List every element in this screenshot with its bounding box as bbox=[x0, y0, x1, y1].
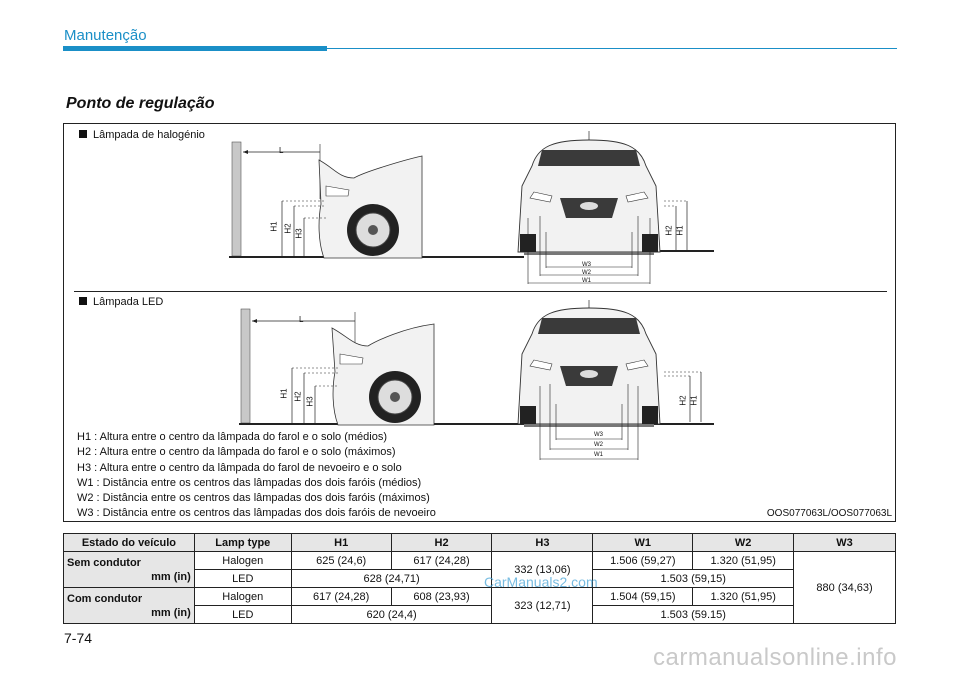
w1-w2-cell: 1.503 (59,15) bbox=[592, 569, 795, 588]
halogen-dim-w3: W3 bbox=[582, 262, 591, 268]
square-bullet-icon bbox=[79, 297, 87, 305]
h1-cell: 625 (24,6) bbox=[290, 551, 392, 570]
page-number: 7-74 bbox=[64, 630, 93, 646]
h1-h2-cell: 620 (24,4) bbox=[290, 605, 493, 624]
w1-cell: 1.504 (59,15) bbox=[592, 587, 694, 606]
col-header: Estado do veículo bbox=[63, 533, 195, 552]
halogen-dim-w2: W2 bbox=[582, 270, 591, 276]
legend-line: W1 : Distância entre os centros das lâmp… bbox=[77, 476, 422, 489]
header-rule-thin bbox=[327, 48, 897, 49]
headlamp-aiming-figure: Lâmpada de halogénio L H1 H2 H3 bbox=[63, 123, 896, 522]
figure-divider bbox=[74, 291, 887, 292]
lamp-type-cell: LED bbox=[193, 569, 292, 588]
page-subtitle: Ponto de regulação bbox=[66, 95, 215, 112]
square-bullet-icon bbox=[79, 130, 87, 138]
led-dim-w2: W2 bbox=[594, 442, 603, 448]
dimension-legend: H1 : Altura entre o centro da lâmpada do… bbox=[77, 430, 436, 522]
halogen-label: Lâmpada de halogénio bbox=[79, 129, 205, 141]
state-cell-sem: Sem condutor mm (in) bbox=[63, 551, 195, 588]
col-header: W2 bbox=[692, 533, 795, 552]
table-header-row: Estado do veículo Lamp type H1 H2 H3 W1 … bbox=[63, 533, 896, 552]
watermark: CarManuals2.com bbox=[484, 574, 598, 590]
legend-line: W3 : Distância entre os centros das lâmp… bbox=[77, 507, 436, 520]
aiming-spec-table: Estado do veículo Lamp type H1 H2 H3 W1 … bbox=[63, 533, 896, 624]
col-header: W1 bbox=[592, 533, 694, 552]
w1-w2-cell: 1.503 (59.15) bbox=[592, 605, 795, 624]
led-dim-l: L bbox=[299, 315, 304, 324]
h1-h2-cell: 628 (24,71) bbox=[290, 569, 493, 588]
lamp-type-cell: Halogen bbox=[193, 551, 292, 570]
led-side-view bbox=[239, 308, 524, 426]
col-header: W3 bbox=[793, 533, 896, 552]
h2-cell: 617 (24,28) bbox=[390, 551, 493, 570]
col-header: Lamp type bbox=[193, 533, 292, 552]
led-front-view bbox=[517, 300, 714, 460]
led-dim-front-h2: H2 bbox=[678, 395, 688, 406]
col-header: H3 bbox=[491, 533, 594, 552]
halogen-dim-w1: W1 bbox=[582, 278, 591, 284]
lamp-type-cell: LED bbox=[193, 605, 292, 624]
legend-line: W2 : Distância entre os centros das lâmp… bbox=[77, 492, 430, 505]
legend-line: H3 : Altura entre o centro da lâmpada do… bbox=[77, 461, 402, 474]
led-dim-w3: W3 bbox=[594, 432, 603, 438]
halogen-side-view bbox=[229, 141, 524, 259]
w2-cell: 1.320 (51,95) bbox=[692, 587, 795, 606]
w3-cell: 880 (34,63) bbox=[793, 551, 896, 624]
header-rule-thick bbox=[63, 46, 327, 51]
legend-line: H2 : Altura entre o centro da lâmpada do… bbox=[77, 446, 396, 459]
halogen-dim-l: L bbox=[279, 146, 284, 155]
h1-cell: 617 (24,28) bbox=[290, 587, 392, 606]
h3-cell: 323 (12,71) bbox=[491, 587, 594, 624]
led-dim-front-h1: H1 bbox=[689, 395, 699, 406]
state-label: Sem condutor bbox=[67, 556, 141, 569]
lamp-type-cell: Halogen bbox=[193, 587, 292, 606]
col-header: H2 bbox=[390, 533, 493, 552]
state-unit: mm (in) bbox=[151, 606, 191, 619]
led-dim-w1: W1 bbox=[594, 452, 603, 458]
section-title: Manutenção bbox=[64, 27, 147, 44]
state-label: Com condutor bbox=[67, 592, 143, 605]
col-header: H1 bbox=[290, 533, 392, 552]
table-row: Com condutor mm (in) Halogen 617 (24,28)… bbox=[63, 587, 896, 624]
figure-code: OOS077063L/OOS077063L bbox=[766, 508, 892, 519]
table-row: LED 620 (24,4) 1.503 (59.15) bbox=[64, 605, 896, 624]
w2-cell: 1.320 (51,95) bbox=[692, 551, 795, 570]
state-unit: mm (in) bbox=[151, 570, 191, 583]
w1-cell: 1.506 (59,27) bbox=[592, 551, 694, 570]
table-row: Sem condutor mm (in) Halogen 625 (24,6) … bbox=[63, 551, 896, 624]
halogen-front-view bbox=[517, 131, 714, 284]
led-label: Lâmpada LED bbox=[79, 296, 163, 308]
footer-watermark: carmanualsonline.info bbox=[653, 644, 897, 671]
legend-line: H1 : Altura entre o centro da lâmpada do… bbox=[77, 431, 388, 443]
h2-cell: 608 (23,93) bbox=[390, 587, 493, 606]
state-cell-com: Com condutor mm (in) bbox=[63, 587, 195, 624]
